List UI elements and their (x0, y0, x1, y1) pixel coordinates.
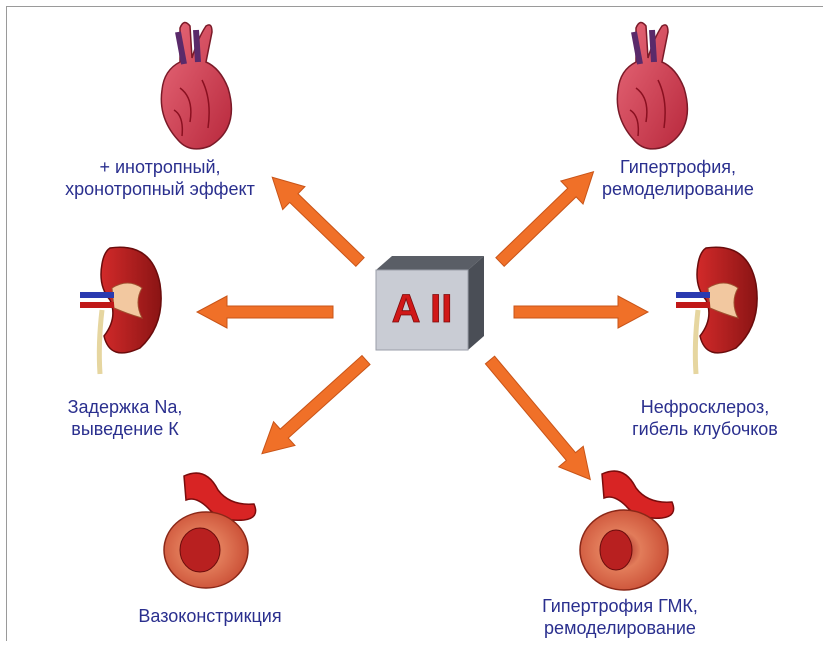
label-line: хронотропный эффект (10, 178, 310, 200)
label-line: Нефросклероз, (580, 396, 828, 418)
label-line: Задержка Na, (0, 396, 250, 418)
label-line: выведение К (0, 418, 250, 440)
heart-icon (617, 22, 687, 148)
label-line: + инотропный, (10, 156, 310, 178)
label-smc-hypertrophy: Гипертрофия ГМК, ремоделирование (470, 595, 770, 639)
label-hypertrophy: Гипертрофия, ремоделирование (528, 156, 828, 200)
arrow-to-vasoconstriction (251, 348, 376, 465)
label-line: Гипертрофия ГМК, (470, 595, 770, 617)
label-line: Вазоконстрикция (60, 605, 360, 627)
label-line: гибель клубочков (580, 418, 828, 440)
arrow-to-sodium (197, 296, 333, 328)
vessel-icon (164, 473, 256, 588)
label-line: ремоделирование (528, 178, 828, 200)
kidney-icon (676, 247, 757, 374)
label-line: ремоделирование (470, 617, 770, 639)
label-line: Гипертрофия, (528, 156, 828, 178)
arrow-to-nephrosclerosis (514, 296, 648, 328)
label-nephrosclerosis: Нефросклероз, гибель клубочков (580, 396, 828, 440)
label-vasoconstriction: Вазоконстрикция (60, 605, 360, 627)
center-box: A II (376, 256, 484, 350)
vessel-icon (580, 471, 674, 590)
heart-icon (161, 22, 231, 148)
center-label: A II (392, 287, 453, 331)
label-inotropic-effect: + инотропный, хронотропный эффект (10, 156, 310, 200)
kidney-icon (80, 247, 161, 374)
label-sodium-retention: Задержка Na, выведение К (0, 396, 250, 440)
